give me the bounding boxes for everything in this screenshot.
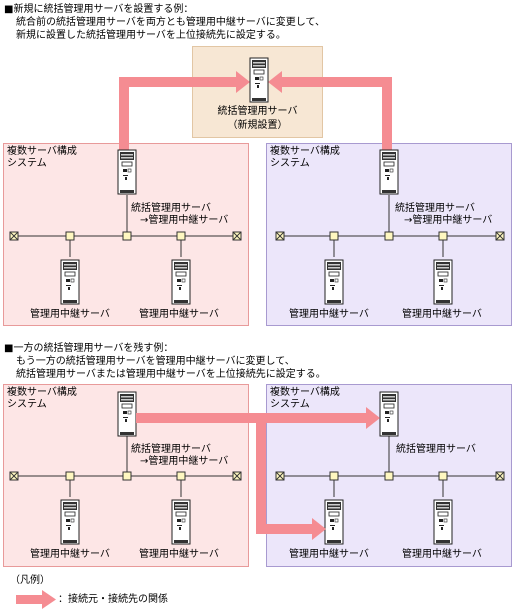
server-relay-right-2b <box>433 499 453 545</box>
network-left-1 <box>9 195 242 257</box>
server-main-label2-left-2: →管理用中継サーバ <box>140 456 229 467</box>
server-main-label-right-1: 統括管理用サーバ <box>395 203 475 214</box>
system-subtitle-right-1: システム <box>270 158 310 169</box>
relay-label-right-1a: 管理用中継サーバ <box>289 309 369 320</box>
system-title-left-1: 複数サーバ構成 <box>7 146 77 157</box>
server-main-right-1 <box>379 149 399 195</box>
arrow-right-to-new <box>268 71 392 150</box>
new-server-sublabel: （新規設置） <box>227 120 288 131</box>
legend-arrow <box>16 590 56 609</box>
arrow-left-to-new <box>119 71 250 150</box>
network-right-2 <box>275 436 505 497</box>
network-left-2 <box>9 436 242 497</box>
new-management-server <box>249 57 269 103</box>
arrow-left-to-right-relay <box>256 413 326 540</box>
server-relay-left-1a <box>60 259 80 305</box>
system-subtitle-left-1: システム <box>7 158 47 169</box>
system-title-right-1: 複数サーバ構成 <box>270 146 340 157</box>
system-title-right-2: 複数サーバ構成 <box>270 387 340 398</box>
server-relay-left-2a <box>60 499 80 545</box>
server-main-left-1 <box>117 149 137 195</box>
section2-desc-1: もう一方の統括管理用サーバを管理用中継サーバに変更して、 <box>16 356 295 367</box>
system-subtitle-left-2: システム <box>7 399 47 410</box>
section1-title: ■新規に統括管理用サーバを設置する例： <box>4 4 194 15</box>
section1-desc-1: 統合前の統括管理用サーバを両方とも管理用中継サーバに変更して、 <box>16 17 325 28</box>
arrow-left-to-right-main <box>136 407 380 429</box>
section2-title: ■一方の統括管理用サーバを残す例： <box>4 343 174 354</box>
server-relay-right-1a <box>324 259 344 305</box>
network-right-1 <box>275 195 505 257</box>
server-main-label-left-1: 統括管理用サーバ <box>131 203 211 214</box>
relay-label-right-2a: 管理用中継サーバ <box>289 549 369 560</box>
server-main-label-left-2: 統括管理用サーバ <box>131 444 211 455</box>
legend-title: （凡例） <box>10 575 50 586</box>
server-main-left-2 <box>117 391 137 437</box>
section2-desc-2: 統括管理用サーバまたは管理用中継サーバを上位接続先に設定する。 <box>16 369 326 380</box>
server-relay-left-1b <box>171 259 191 305</box>
server-main-label2-left-1: →管理用中継サーバ <box>140 215 229 226</box>
relay-label-left-1b: 管理用中継サーバ <box>139 309 219 320</box>
server-main-label2-right-1: →管理用中継サーバ <box>404 215 493 226</box>
server-relay-left-2b <box>171 499 191 545</box>
section1-desc-2: 新規に設置した統括管理用サーバを上位接続先に設定する。 <box>16 30 286 41</box>
relay-label-left-1a: 管理用中継サーバ <box>30 309 110 320</box>
system-subtitle-right-2: システム <box>270 399 310 410</box>
system-title-left-2: 複数サーバ構成 <box>7 387 77 398</box>
server-main-right-2 <box>379 391 399 437</box>
server-relay-right-1b <box>433 259 453 305</box>
server-relay-right-2a <box>324 499 344 545</box>
legend-arrow-text: ：接続元・接続先の関係 <box>58 594 168 605</box>
relay-label-right-1b: 管理用中継サーバ <box>402 309 482 320</box>
relay-label-right-2b: 管理用中継サーバ <box>402 549 482 560</box>
server-main-label-right-2: 統括管理用サーバ <box>396 444 476 455</box>
relay-label-left-2b: 管理用中継サーバ <box>139 549 219 560</box>
new-server-label: 統括管理用サーバ <box>217 106 298 117</box>
relay-label-left-2a: 管理用中継サーバ <box>30 549 110 560</box>
